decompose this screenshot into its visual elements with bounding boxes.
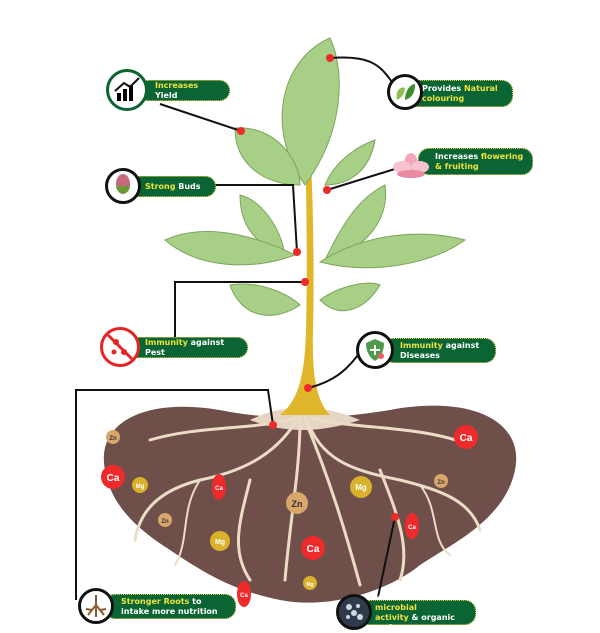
- nutrient-ca: Ca: [101, 465, 125, 489]
- nutrient-mg: Mg: [132, 477, 148, 493]
- nutrient-zn: Zn: [158, 513, 172, 527]
- nutrient-ca: Ca: [212, 474, 226, 500]
- callout-natural-colouring: Provides Natural colouring: [405, 80, 513, 107]
- no-pest-icon: [100, 327, 140, 367]
- lotus-flower-icon: [393, 153, 429, 178]
- nutrient-ca: Ca: [237, 581, 251, 607]
- label-text: Increases: [435, 151, 481, 161]
- label-text: intake more nutrition: [121, 606, 218, 616]
- label-highlight: colouring: [422, 93, 465, 103]
- svg-text:Mg: Mg: [136, 484, 145, 490]
- label-text: & organic carbon: [375, 612, 455, 632]
- callout-flowering-fruiting: Increases flowering & fruiting: [418, 148, 533, 175]
- microbe-icon: [336, 594, 372, 630]
- label-text: Increase in: [375, 592, 425, 602]
- nutrients: Zn Ca Mg Ca Zn Mg Zn Mg Ca Ca Zn Ca Mg C…: [101, 425, 478, 607]
- svg-text:Ca: Ca: [107, 473, 120, 484]
- svg-text:Ca: Ca: [307, 544, 320, 555]
- marker-dots: [237, 54, 399, 521]
- callout-strong-buds: Strong Buds: [128, 176, 216, 197]
- label-highlight: flowering: [480, 151, 524, 161]
- nutrient-mg: Mg: [210, 531, 230, 551]
- shield-icon: [356, 331, 394, 369]
- label-highlight: Natural: [463, 83, 498, 93]
- bud-icon: [105, 168, 141, 204]
- callout-immunity-pest: Immunity against Pest: [128, 337, 248, 358]
- callout-stronger-roots: Stronger Roots to intake more nutrition: [104, 594, 236, 619]
- yield-chart-icon: [106, 69, 148, 111]
- svg-text:Mg: Mg: [215, 539, 225, 546]
- nutrient-mg: Mg: [303, 576, 317, 590]
- callout-microbial-activity: Increase in microbial activity & organic…: [358, 593, 476, 632]
- svg-text:Ca: Ca: [460, 433, 473, 444]
- svg-text:Zn: Zn: [292, 499, 303, 509]
- callout-immunity-diseases: Immunity against Diseases: [383, 338, 496, 363]
- label-highlight: & fruiting: [435, 161, 479, 171]
- svg-text:Mg: Mg: [306, 582, 313, 588]
- nutrient-zn: Zn: [286, 492, 308, 514]
- label-text: Provides: [422, 83, 464, 93]
- callout-increases-yield: Increases Yield: [138, 80, 230, 101]
- svg-text:Ca: Ca: [215, 486, 223, 492]
- nutrient-ca: Ca: [454, 425, 478, 449]
- svg-text:Zn: Zn: [161, 519, 169, 525]
- nutrient-ca: Ca: [301, 536, 325, 560]
- roots: [133, 413, 482, 587]
- label-highlight: Immunity: [145, 337, 188, 347]
- nutrient-zn: Zn: [106, 430, 120, 444]
- svg-text:Zn: Zn: [437, 480, 445, 486]
- label-highlight: Stronger Roots: [121, 596, 190, 606]
- label-text: against Pest: [145, 337, 225, 357]
- svg-text:Ca: Ca: [240, 593, 248, 599]
- svg-text:Ca: Ca: [408, 525, 416, 531]
- nutrient-ca: Ca: [405, 513, 419, 539]
- label-text: against: [442, 340, 480, 350]
- label-highlight: microbial: [375, 602, 417, 612]
- leaves: [164, 37, 467, 316]
- label-text: Diseases: [400, 350, 440, 360]
- roots-icon: [78, 588, 114, 624]
- svg-text:Mg: Mg: [355, 483, 367, 492]
- svg-text:Zn: Zn: [109, 436, 117, 442]
- label-highlight: Strong: [145, 181, 176, 191]
- nutrient-zn: Zn: [434, 474, 448, 488]
- label-text: to: [189, 596, 202, 606]
- leaf-icon: [387, 74, 423, 110]
- label-highlight: Immunity: [400, 340, 443, 350]
- label-highlight: Increases: [155, 80, 199, 90]
- label-text: Yield: [155, 90, 178, 100]
- label-highlight: activity: [375, 612, 409, 622]
- soil: [103, 405, 517, 603]
- nutrient-mg: Mg: [350, 476, 372, 498]
- label-text: Buds: [175, 181, 201, 191]
